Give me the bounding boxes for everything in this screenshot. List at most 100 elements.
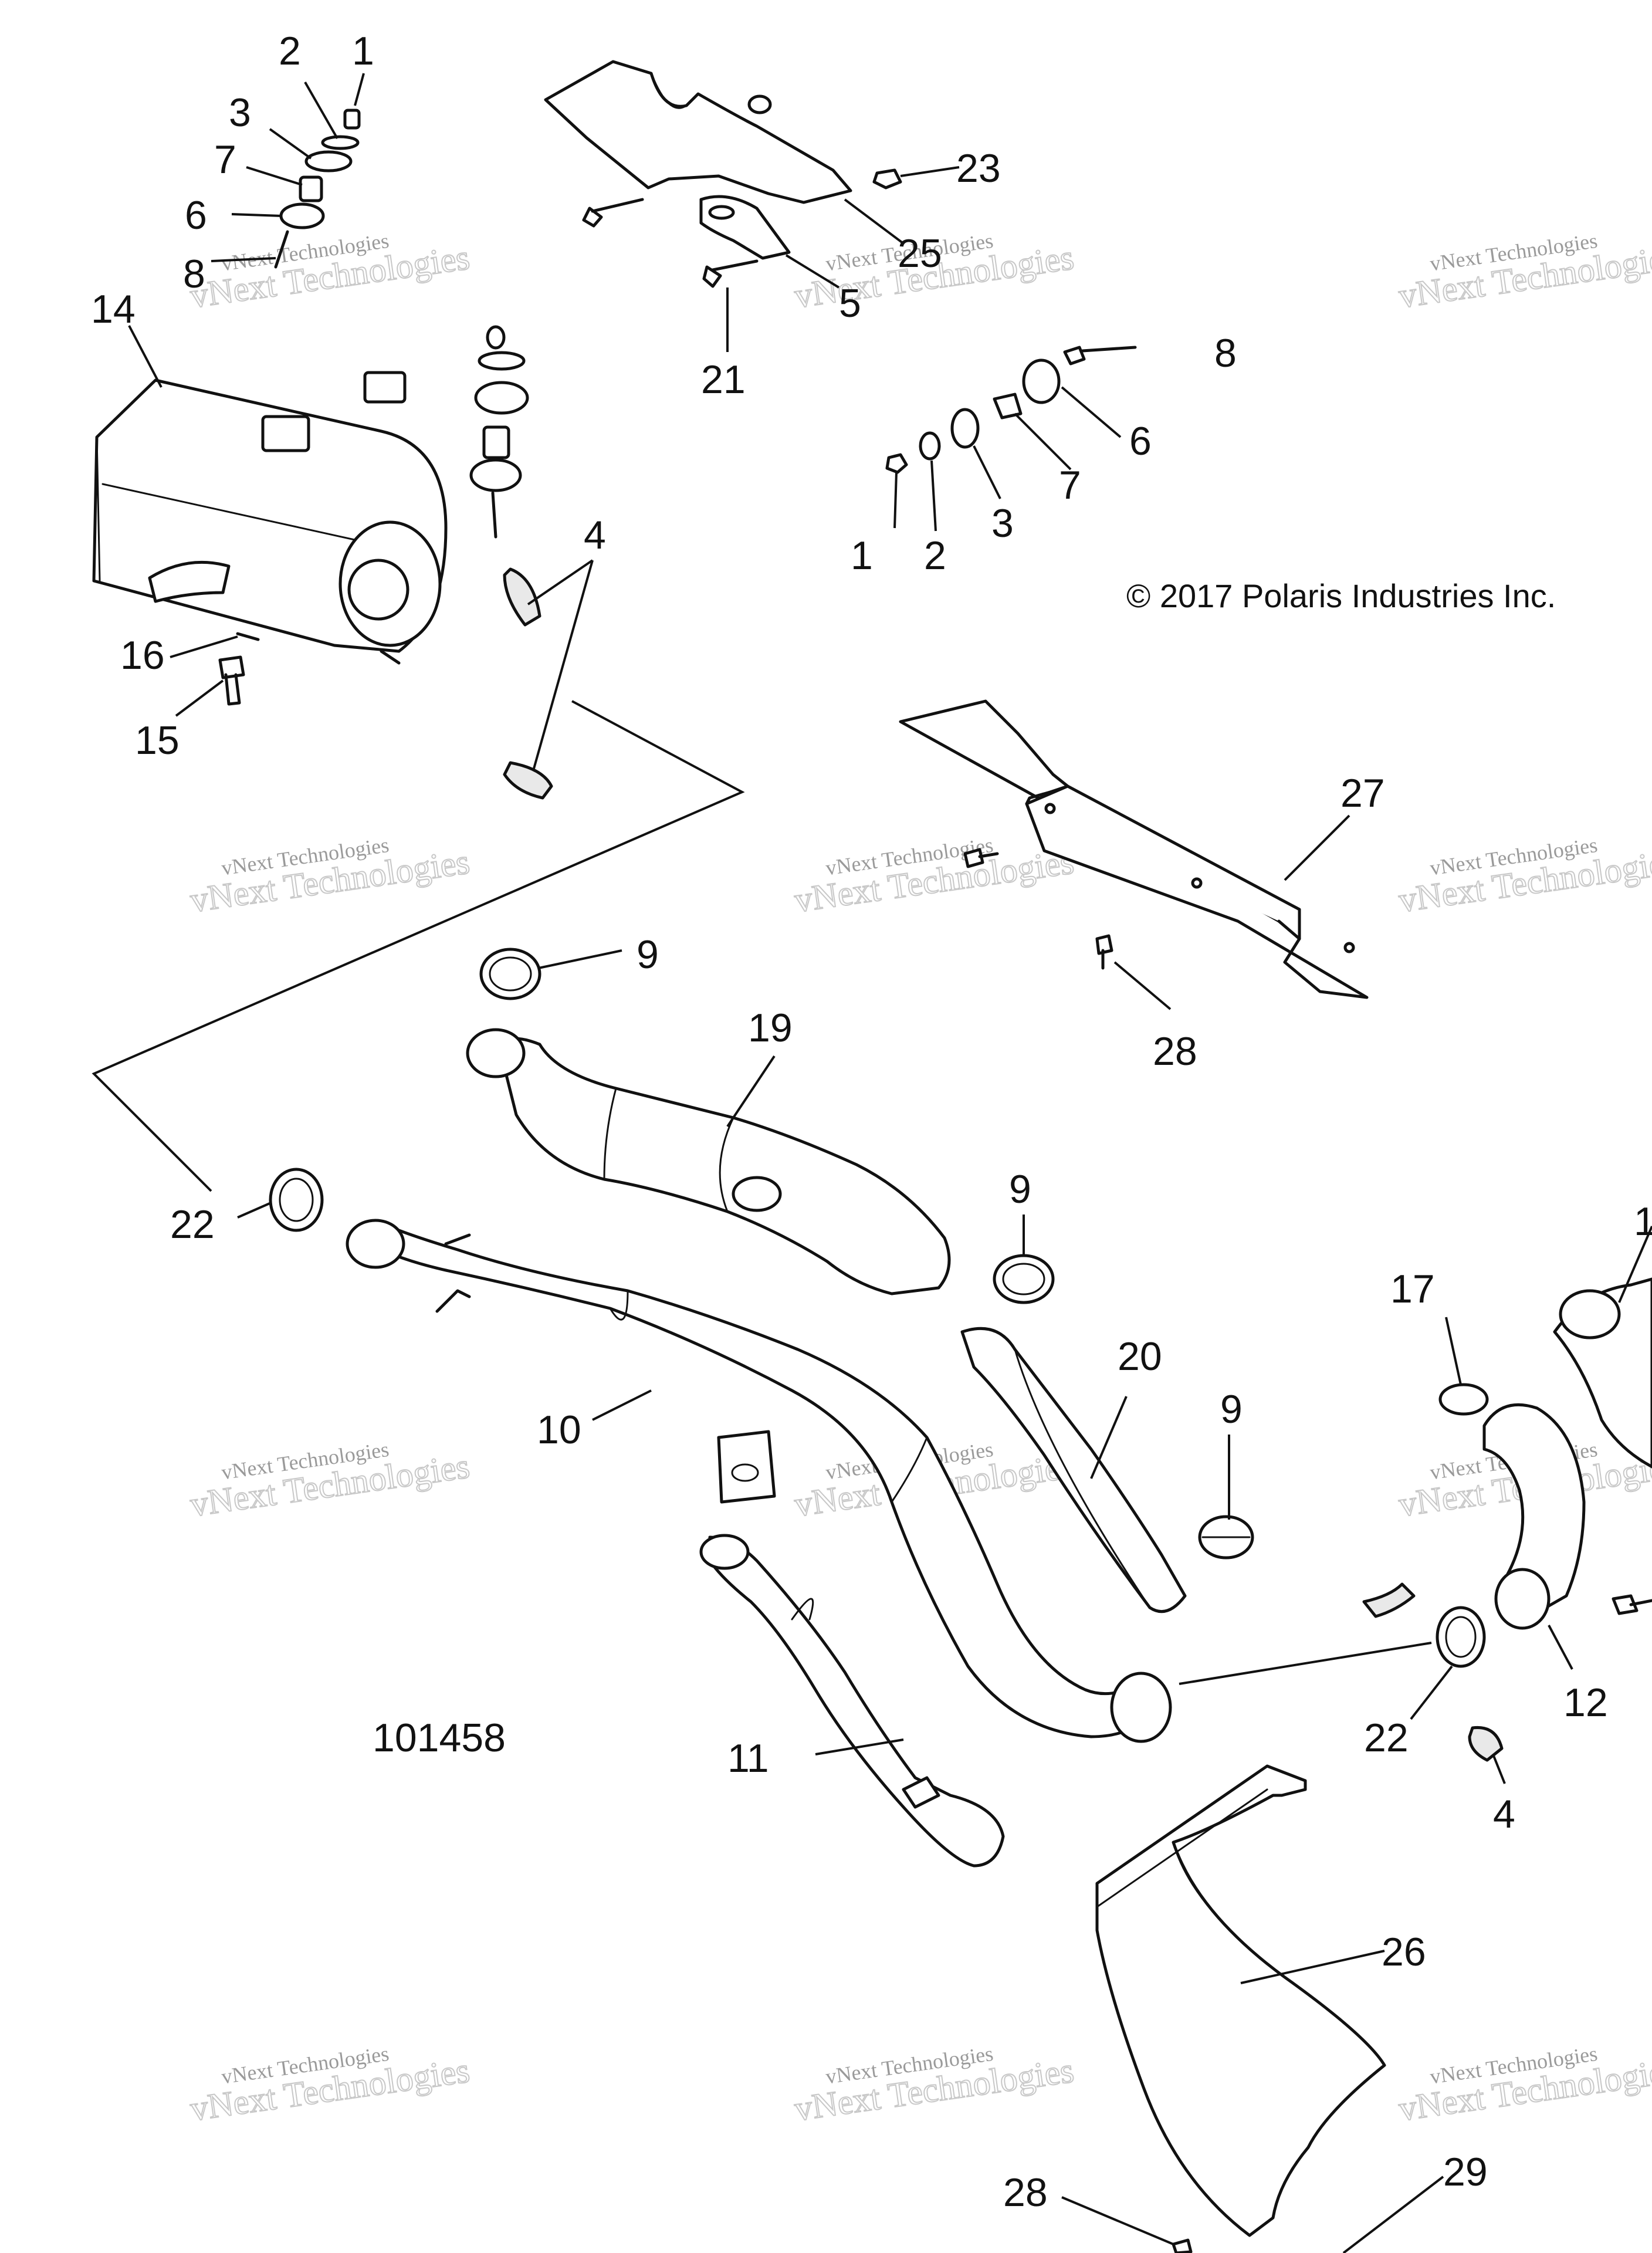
- bolt: [491, 491, 497, 539]
- callout-label: 1: [851, 533, 873, 578]
- clamp-9-right: [1198, 1515, 1254, 1559]
- muffler-tab: [261, 415, 310, 452]
- bracket-5: [699, 195, 791, 260]
- callout-label: 21: [701, 357, 746, 402]
- pipe-19: [466, 1028, 951, 1295]
- spring-4: [1362, 1582, 1416, 1618]
- callout-label: 17: [1390, 1267, 1435, 1311]
- callout-label: 4: [1493, 1792, 1515, 1836]
- callout-label: 16: [120, 633, 165, 678]
- callout-label: 28: [1003, 2170, 1048, 2215]
- bolt-15: [218, 655, 245, 706]
- callout-label: 1: [1634, 1199, 1652, 1244]
- bolt: [1612, 1594, 1652, 1615]
- leader-lines: [128, 73, 1652, 2253]
- watermark: vNext Technologies vNext Technologies: [791, 2042, 1076, 2129]
- pipe-10-outlet: [1110, 1672, 1172, 1743]
- callout-label: 19: [748, 1006, 793, 1050]
- callout-label: 9: [1220, 1387, 1243, 1432]
- watermark: vNext Technologies vNext Technologies: [1396, 229, 1652, 316]
- muffler-inlet: [148, 560, 231, 603]
- clamp-9-middle: [993, 1254, 1055, 1304]
- bolt-8: [274, 230, 289, 269]
- assembly-lines: [92, 700, 1432, 1685]
- nut-1: [343, 109, 361, 130]
- callout-label: 4: [584, 513, 606, 557]
- spring-4: [1468, 1726, 1504, 1762]
- washer-2: [321, 135, 360, 150]
- pin-16: [236, 632, 260, 641]
- heat-shield-27: [899, 699, 1369, 999]
- heat-shield-26: [1095, 1764, 1386, 2237]
- watermark: vNext Technologies vNext Technologies: [1396, 833, 1652, 920]
- nut: [747, 94, 772, 114]
- pipe-10-bracket: [717, 1430, 776, 1504]
- spring-4: [503, 761, 553, 800]
- callouts: 1 2 3 7 6 8 14 16 15 4 21 25 5 23 8 6 7 …: [91, 29, 1652, 2215]
- muffler: [92, 371, 448, 665]
- bolt: [963, 848, 999, 868]
- pipe-11-clamp: [902, 1776, 940, 1809]
- gasket-22-left: [269, 1168, 324, 1232]
- pipe-19-flange: [466, 1028, 526, 1078]
- grommet-stack: [469, 325, 529, 539]
- callout-label: 2: [924, 533, 946, 578]
- bolt: [582, 198, 644, 228]
- pipe-right-edge: [1553, 1277, 1652, 1469]
- bracket-5-hole: [708, 205, 735, 220]
- diagram-id: 101458: [373, 1716, 506, 1760]
- callout-label: 5: [839, 281, 861, 326]
- bolt-28: [1095, 934, 1113, 970]
- callout-label: 12: [1563, 1680, 1608, 1725]
- callout-label: 10: [537, 1408, 581, 1452]
- pipe-11-flange: [699, 1534, 750, 1570]
- bolt-8: [1063, 346, 1137, 366]
- washer-3: [304, 150, 353, 172]
- callout-label: 26: [1382, 1930, 1426, 1974]
- pipe-10-hanger: [435, 1233, 471, 1313]
- muffler-spring-hook: [380, 649, 401, 665]
- callout-label: 20: [1118, 1334, 1162, 1379]
- sleeve: [482, 425, 510, 459]
- washer: [478, 351, 526, 371]
- pipe-19-port: [732, 1176, 782, 1212]
- spring-4: [503, 567, 541, 627]
- bolt-28-bottom: [1172, 2238, 1193, 2253]
- grommet-6: [1022, 358, 1061, 404]
- hardware-stack-top-left: [274, 109, 361, 269]
- callout-label: 9: [637, 932, 659, 977]
- pipe-10: [346, 1219, 1172, 1743]
- callout-label: 14: [91, 287, 136, 331]
- bolt-21: [702, 259, 759, 288]
- callout-label: 9: [1009, 1167, 1031, 1212]
- watermark: vNext Technologies vNext Technologies: [187, 1437, 472, 1524]
- callout-label: 2: [279, 29, 301, 73]
- spacer-7: [993, 393, 1023, 420]
- callout-label: 6: [185, 193, 207, 238]
- callout-label: 28: [1153, 1029, 1197, 1074]
- callout-label: 8: [183, 252, 205, 296]
- callout-label: 23: [956, 146, 1001, 191]
- nut-1: [885, 453, 908, 474]
- hardware-stack-right: [885, 346, 1137, 474]
- washer-3: [950, 408, 980, 449]
- watermark: vNext Technologies vNext Technologies: [187, 229, 472, 316]
- gasket-17: [1438, 1383, 1489, 1416]
- grommet: [474, 381, 529, 415]
- muffler-tab: [363, 371, 407, 404]
- callout-label: 1: [352, 29, 374, 73]
- callout-label: 3: [229, 90, 251, 135]
- callout-label: 15: [135, 718, 180, 763]
- watermark: vNext Technologies vNext Technologies: [791, 833, 1076, 920]
- callout-label: 11: [727, 1736, 769, 1781]
- watermark: vNext Technologies vNext Technologies: [187, 2042, 472, 2129]
- muffler-outlet-pipe: [347, 559, 409, 621]
- watermark: vNext Technologies vNext Technologies: [1396, 2042, 1652, 2129]
- callout-label: 22: [170, 1202, 215, 1247]
- gasket-22-right: [1436, 1606, 1486, 1668]
- springs: [503, 567, 1504, 1762]
- watermark: vNext Technologies vNext Technologies: [187, 833, 472, 920]
- pipe-12: [1482, 1403, 1586, 1630]
- pipe-flange: [1559, 1289, 1621, 1339]
